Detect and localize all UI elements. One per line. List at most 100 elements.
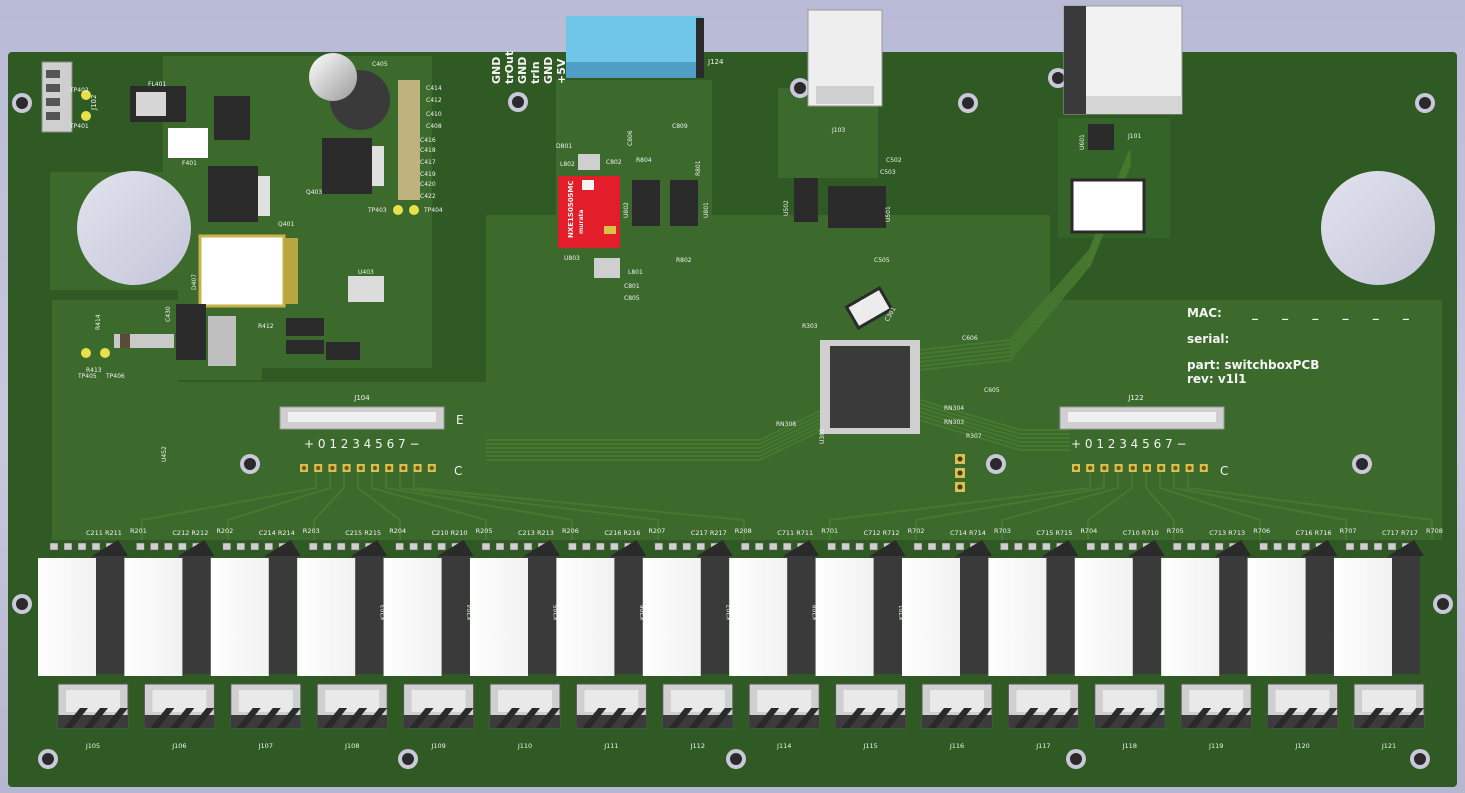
ref-j101: J101 <box>1127 133 1141 140</box>
via-drill <box>1437 598 1449 610</box>
slot-cap-res-label: C711 R711 <box>777 529 813 537</box>
terminal-pin <box>64 708 88 728</box>
trace <box>313 470 345 540</box>
smd-part <box>481 542 491 551</box>
trace <box>1145 470 1175 540</box>
ref-r307: R307 <box>966 433 982 440</box>
via-drill <box>1419 97 1431 109</box>
terminal-pin <box>84 708 108 728</box>
module-text: NXE1S0505MC <box>567 180 575 238</box>
smd-part <box>1128 542 1138 551</box>
ref-c805: C805 <box>624 295 640 302</box>
ref-r804: R804 <box>636 157 652 164</box>
gold-pad-drill <box>344 465 349 471</box>
ref-tp405: TP405 <box>77 373 97 380</box>
slot-cap-label: C214 <box>259 529 278 537</box>
trace <box>486 409 823 441</box>
slot-res-label: R716 <box>1315 529 1332 537</box>
gold-pad-drill <box>1187 465 1192 471</box>
terminal-pin <box>795 708 820 728</box>
slot-cap-res-label: C714 R714 <box>950 529 986 537</box>
j122-pin-labels: + 0 1 2 3 4 5 6 7 − <box>1071 437 1187 451</box>
gold-pad-drill <box>1144 465 1150 471</box>
power-header-pin-label: GND <box>490 57 503 84</box>
terminal-pin <box>236 708 261 728</box>
ref-tp402: TP402 <box>69 87 89 94</box>
relay-shadow <box>696 540 733 556</box>
terminal-top <box>411 690 466 712</box>
slot-res-label: R712 <box>883 529 900 537</box>
slot-driver-label: R702 <box>908 527 925 535</box>
smd-part <box>1200 542 1210 551</box>
terminal-top <box>238 690 293 712</box>
via-drill <box>1356 458 1368 470</box>
relay-body <box>297 558 356 676</box>
terminal-pin <box>708 708 733 728</box>
smd-part <box>568 542 577 551</box>
smd-part <box>654 542 664 551</box>
relay-side <box>869 556 902 674</box>
smd-part <box>682 542 692 551</box>
relay-body <box>902 558 960 676</box>
relay-side <box>956 556 988 674</box>
via-drill <box>16 598 28 610</box>
terminal-pin <box>1034 708 1059 728</box>
relay-shadow <box>1215 540 1252 556</box>
slot-cap-res-label: C211 R211 <box>86 529 122 537</box>
slot-driver-label: R701 <box>821 527 838 535</box>
relay-slot: C210 R210R205K204J109 <box>383 527 493 750</box>
connector-ref-label: J114 <box>776 742 791 750</box>
relay-shadow <box>1301 540 1338 556</box>
smd-part <box>308 542 318 551</box>
terminal-pin <box>256 708 281 728</box>
ref-c405: C405 <box>372 61 388 68</box>
slot-cap-res-label: C713 R713 <box>1209 529 1245 537</box>
ref-fl401: FL401 <box>148 81 166 88</box>
smd-part <box>754 542 764 551</box>
ref-r802: R802 <box>676 257 692 264</box>
power-header-pin-label: trIn <box>529 61 542 84</box>
pin-header-j122 <box>1059 406 1225 430</box>
connector-ref-label: J121 <box>1381 742 1396 750</box>
terminal-pin <box>1380 708 1404 728</box>
relay-shadow <box>437 540 474 556</box>
gold-pad-drill <box>401 465 406 471</box>
relay-shadow <box>178 540 215 556</box>
ref-r801: R801 <box>695 160 702 176</box>
terminal-pin <box>881 708 906 728</box>
smd-part <box>178 542 187 551</box>
gold-pad-drill <box>1201 465 1207 471</box>
gold-pad-drill <box>387 465 392 471</box>
ref-u403: U403 <box>358 269 374 276</box>
smd-part <box>136 542 145 551</box>
relay-slot: C712 R712R702K701J115 <box>815 527 925 750</box>
smd-part <box>1172 542 1182 551</box>
relay-body <box>470 558 528 676</box>
ref-u301: U301 <box>819 428 826 444</box>
via-drill <box>1052 72 1064 84</box>
ref-c422: C422 <box>420 193 436 200</box>
relay-shadow <box>524 540 560 556</box>
ref-c414: C414 <box>426 85 442 92</box>
slot-driver-label: R704 <box>1080 527 1097 535</box>
smd-part <box>350 542 360 551</box>
smd-part <box>523 542 533 551</box>
ref-tp406: TP406 <box>105 373 125 380</box>
terminal-pin <box>343 708 368 728</box>
smd-part <box>841 542 850 551</box>
smd-part <box>1086 542 1096 551</box>
connector-ref-label: J119 <box>1208 742 1223 750</box>
ref-c416: C416 <box>420 137 436 144</box>
relay-body <box>729 558 788 676</box>
mcu-u301 <box>820 340 920 434</box>
gold-pad-drill <box>1102 465 1107 471</box>
smd-part <box>150 542 159 551</box>
terminal-pin <box>190 708 215 728</box>
relay-side <box>437 556 470 674</box>
module-brand: murata <box>578 210 585 234</box>
relay-side <box>264 556 297 674</box>
ref-c410: C410 <box>426 111 442 118</box>
relay-shadow <box>956 540 992 556</box>
